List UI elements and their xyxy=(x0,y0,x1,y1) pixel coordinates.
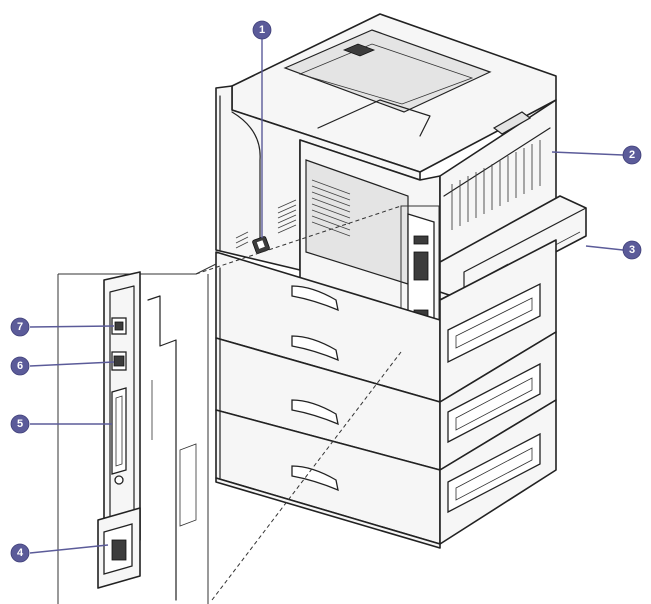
callout-1-label: 1 xyxy=(259,24,265,36)
callout-5-label: 5 xyxy=(17,418,23,430)
printer-illustration xyxy=(216,14,586,548)
callout-2: 2 xyxy=(623,146,641,164)
callout-4-label: 4 xyxy=(17,547,24,559)
leader-7 xyxy=(30,326,114,327)
leader-3 xyxy=(586,246,623,250)
leader-6 xyxy=(30,362,114,366)
callout-6: 6 xyxy=(11,357,29,375)
callout-3: 3 xyxy=(623,241,641,259)
callout-7: 7 xyxy=(11,318,29,336)
callout-3-label: 3 xyxy=(629,244,635,256)
callout-5: 5 xyxy=(11,415,29,433)
callout-2-label: 2 xyxy=(629,149,635,161)
callout-6-label: 6 xyxy=(17,360,23,372)
leader-2 xyxy=(552,152,623,155)
leader-4 xyxy=(30,545,108,553)
callout-1: 1 xyxy=(253,21,271,39)
callout-4: 4 xyxy=(11,544,29,562)
callout-7-label: 7 xyxy=(17,321,23,333)
